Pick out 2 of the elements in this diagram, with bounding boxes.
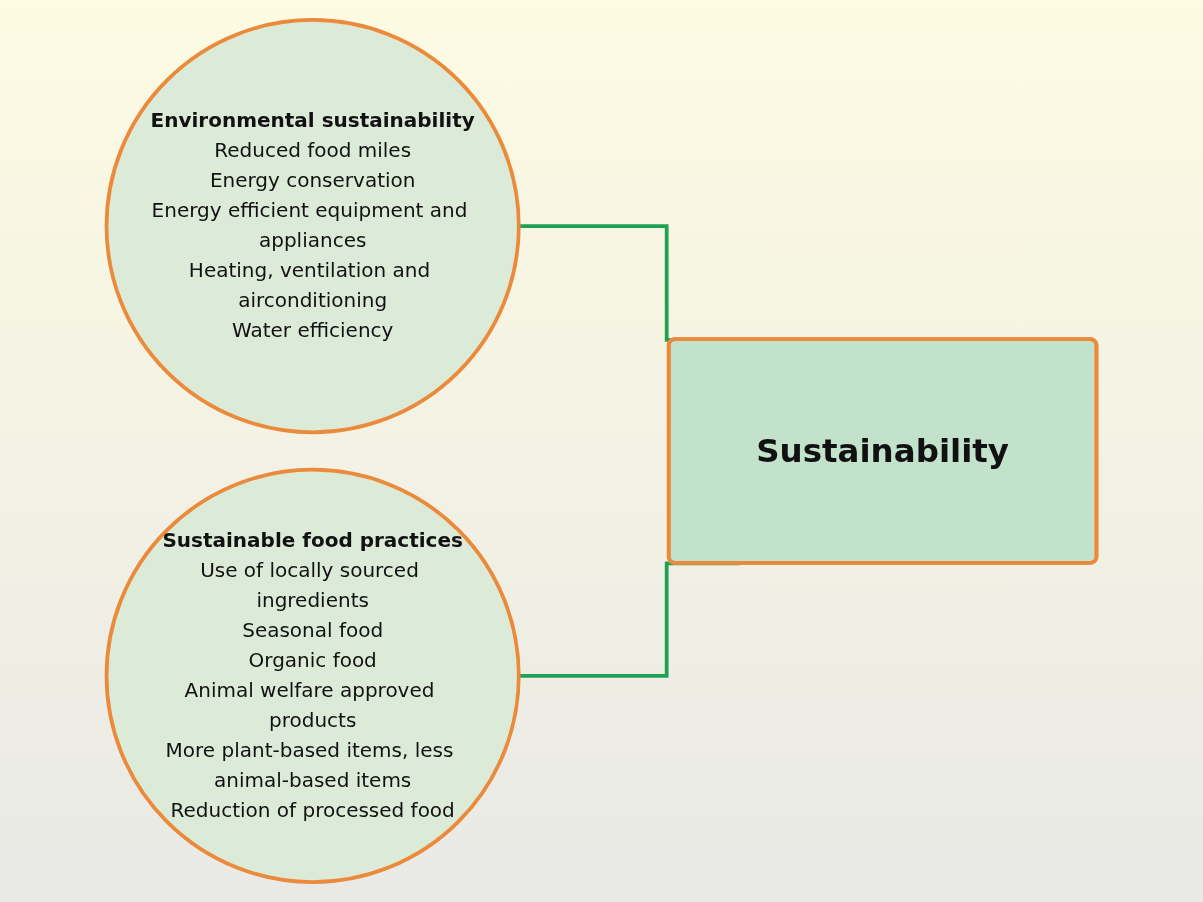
node-circle: Sustainable food practices Use of locally sourced ingredients Seasonal food Organic food Animal welfare approved products More plant-based items, less animal-based items Reduction of processed food [104, 467, 521, 884]
node-circle: Environmental sustainability Reduced food miles Energy conservation Energy efficient equipment and appliances Heating, ventilation and airconditioning Water efficiency [104, 18, 521, 435]
